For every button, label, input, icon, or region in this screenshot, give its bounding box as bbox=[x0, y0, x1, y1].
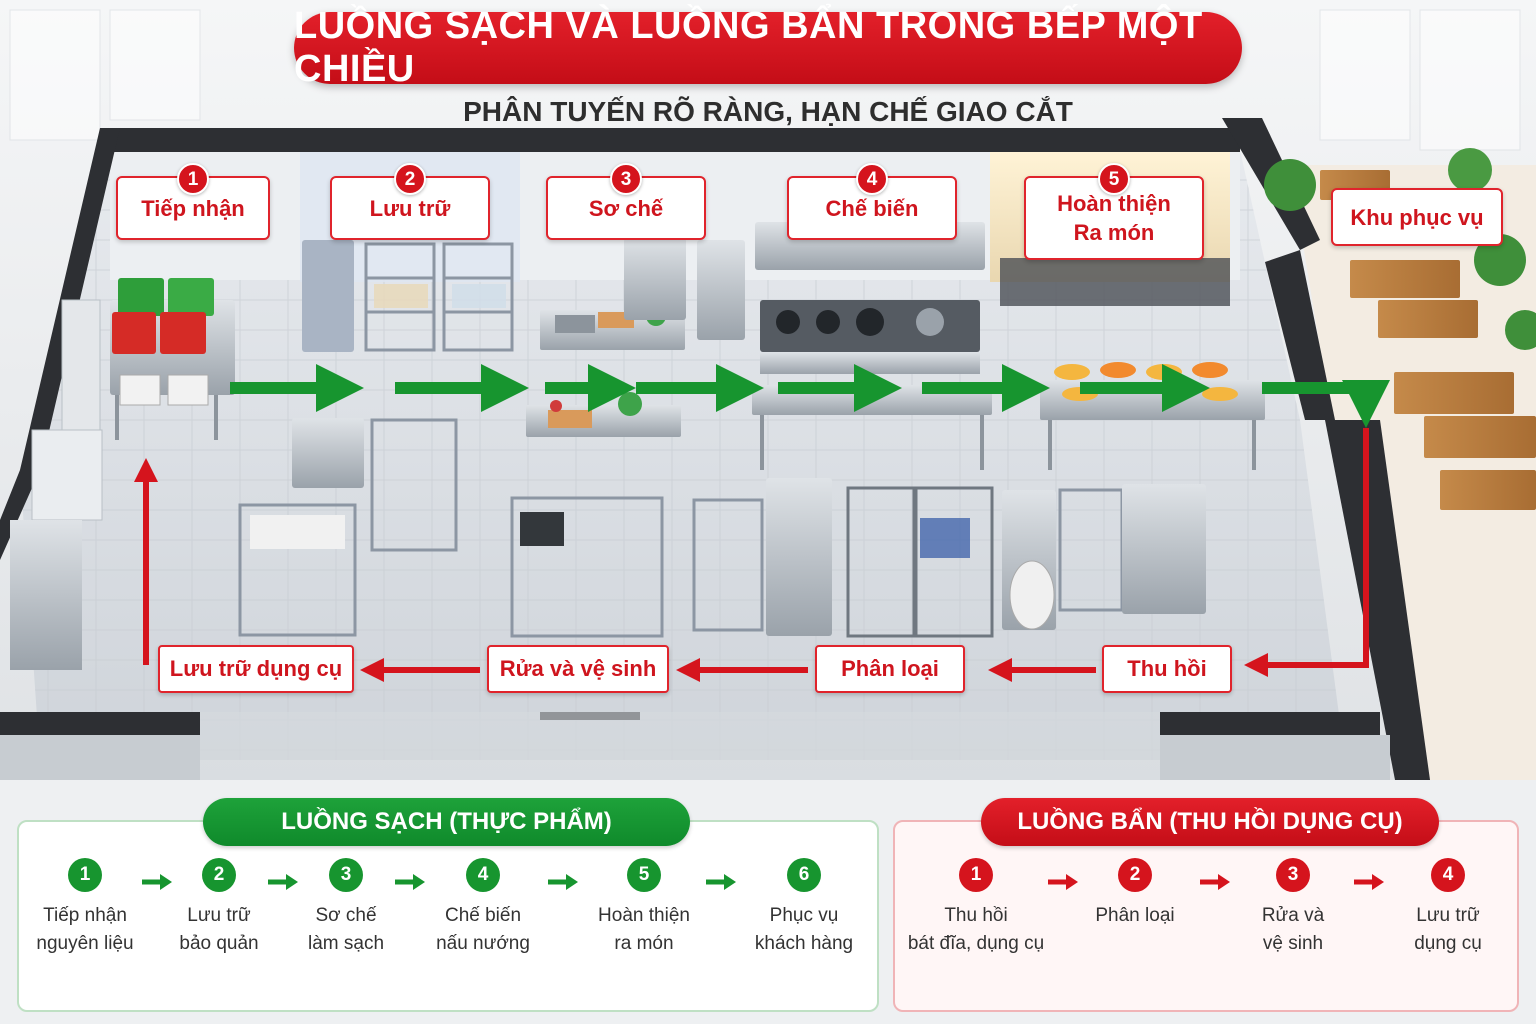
step-number: 5 bbox=[627, 858, 661, 892]
station-cooking: 4 Chế biến bbox=[787, 163, 957, 240]
station-number: 4 bbox=[856, 163, 888, 195]
step-label: Hoàn thiện ra món bbox=[598, 905, 690, 954]
station-label: Hoàn thiện Ra món bbox=[1057, 191, 1171, 245]
station-number: 3 bbox=[610, 163, 642, 195]
station-number: 5 bbox=[1098, 163, 1130, 195]
clean-step-arrow-icon bbox=[142, 874, 172, 890]
step-number: 4 bbox=[1431, 858, 1465, 892]
step-number: 2 bbox=[1118, 858, 1152, 892]
station-collection: Thu hồi bbox=[1102, 645, 1232, 693]
step-number: 3 bbox=[1276, 858, 1310, 892]
dirty-flow-title: LUỒNG BẨN (THU HỒI DỤNG CỤ) bbox=[981, 798, 1439, 846]
clean-flow-title: LUỒNG SẠCH (THỰC PHẨM) bbox=[203, 798, 690, 846]
station-tool-storage: Lưu trữ dụng cụ bbox=[158, 645, 354, 693]
step-number: 1 bbox=[68, 858, 102, 892]
kitchen-walls bbox=[0, 118, 1430, 780]
step-number: 6 bbox=[787, 858, 821, 892]
step-number: 2 bbox=[202, 858, 236, 892]
dining-tables bbox=[1264, 148, 1536, 510]
step-label: Rửa và vệ sinh bbox=[1261, 905, 1325, 954]
dishwashing-equipment bbox=[238, 418, 1206, 638]
left-wall-storage bbox=[10, 299, 103, 670]
dirty-step-3: 3 Rửa và vệ sinh bbox=[1213, 858, 1373, 958]
dirty-step-1: 1 Thu hồi bát đĩa, dụng cụ bbox=[896, 858, 1056, 958]
station-label: Sơ chế bbox=[588, 195, 664, 221]
clean-step-3: 3 Sơ chế làm sạch bbox=[266, 858, 426, 958]
station-washing: Rửa và vệ sinh bbox=[487, 645, 669, 693]
clean-step-arrow-icon bbox=[268, 874, 298, 890]
page-subtitle: PHÂN TUYẾN RÕ RÀNG, HẠN CHẾ GIAO CẮT bbox=[463, 96, 1073, 127]
station-label: Phân loại bbox=[841, 656, 939, 681]
step-label: Lưu trữ dụng cụ bbox=[1414, 905, 1482, 954]
clean-step-arrow-icon bbox=[548, 874, 578, 890]
prep-area bbox=[526, 238, 745, 437]
clean-arrow-8 bbox=[1262, 380, 1390, 428]
station-label: Lưu trữ dụng cụ bbox=[169, 656, 343, 681]
clean-step-5: 5 Hoàn thiện ra món bbox=[564, 858, 724, 958]
station-label: Tiếp nhận bbox=[141, 195, 245, 221]
step-label: Thu hồi bát đĩa, dụng cụ bbox=[907, 905, 1045, 954]
station-label: Chế biến bbox=[825, 195, 919, 221]
dirty-flow-panel bbox=[893, 820, 1519, 1012]
dirty-step-arrow-icon bbox=[1354, 874, 1384, 890]
kitchen-floorplan: LUỒNG SẠCH VÀ LUỒNG BẨN TRONG BẾP MỘT CH… bbox=[0, 0, 1536, 780]
clean-step-2: 2 Lưu trữ bảo quản bbox=[139, 858, 299, 958]
clean-step-arrow-icon bbox=[706, 874, 736, 890]
station-storage: 2 Lưu trữ bbox=[330, 163, 490, 240]
clean-step-1: 1 Tiếp nhận nguyên liệu bbox=[5, 858, 165, 958]
page-title: LUỒNG SẠCH VÀ LUỒNG BẨN TRONG BẾP MỘT CH… bbox=[294, 5, 1242, 90]
clean-step-4: 4 Chế biến nấu nướng bbox=[403, 858, 563, 958]
dirty-step-4: 4 Lưu trữ dụng cụ bbox=[1368, 858, 1528, 958]
step-number: 3 bbox=[329, 858, 363, 892]
dirty-step-arrow-icon bbox=[1048, 874, 1078, 890]
clean-step-6: 6 Phục vụ khách hàng bbox=[724, 858, 884, 958]
station-sorting: Phân loại bbox=[815, 645, 965, 693]
station-service: Khu phục vụ bbox=[1331, 188, 1503, 246]
kitchen-illustration bbox=[0, 0, 1536, 780]
station-receiving: 1 Tiếp nhận bbox=[116, 163, 270, 240]
step-label: Chế biến nấu nướng bbox=[436, 905, 530, 954]
receiving-area bbox=[110, 278, 235, 440]
station-label: Thu hồi bbox=[1127, 656, 1207, 681]
station-number: 2 bbox=[394, 163, 426, 195]
dirty-step-arrow-icon bbox=[1200, 874, 1230, 890]
step-label: Sơ chế làm sạch bbox=[307, 905, 385, 954]
station-prep: 3 Sơ chế bbox=[546, 163, 706, 240]
storage-shelves bbox=[302, 240, 514, 352]
station-number: 1 bbox=[177, 163, 209, 195]
step-number: 1 bbox=[959, 858, 993, 892]
window-panes bbox=[9, 9, 1521, 151]
dirty-arrow-1 bbox=[1244, 428, 1369, 677]
dirty-flow-arrows bbox=[134, 428, 1369, 682]
station-label: Lưu trữ bbox=[369, 195, 451, 221]
clean-step-arrow-icon bbox=[395, 874, 425, 890]
station-label: Khu phục vụ bbox=[1350, 204, 1484, 230]
station-label: Rửa và vệ sinh bbox=[499, 656, 657, 681]
step-label: Tiếp nhận nguyên liệu bbox=[36, 905, 134, 954]
step-label: Phục vụ khách hàng bbox=[754, 905, 854, 954]
step-label: Lưu trữ bảo quản bbox=[179, 905, 259, 954]
clean-flow-arrows bbox=[230, 364, 1390, 428]
dirty-step-2: 2 Phân loại bbox=[1055, 858, 1215, 930]
station-finishing: 5 Hoàn thiện Ra món bbox=[1024, 163, 1204, 260]
step-number: 4 bbox=[466, 858, 500, 892]
step-label: Phân loại bbox=[1095, 905, 1175, 926]
